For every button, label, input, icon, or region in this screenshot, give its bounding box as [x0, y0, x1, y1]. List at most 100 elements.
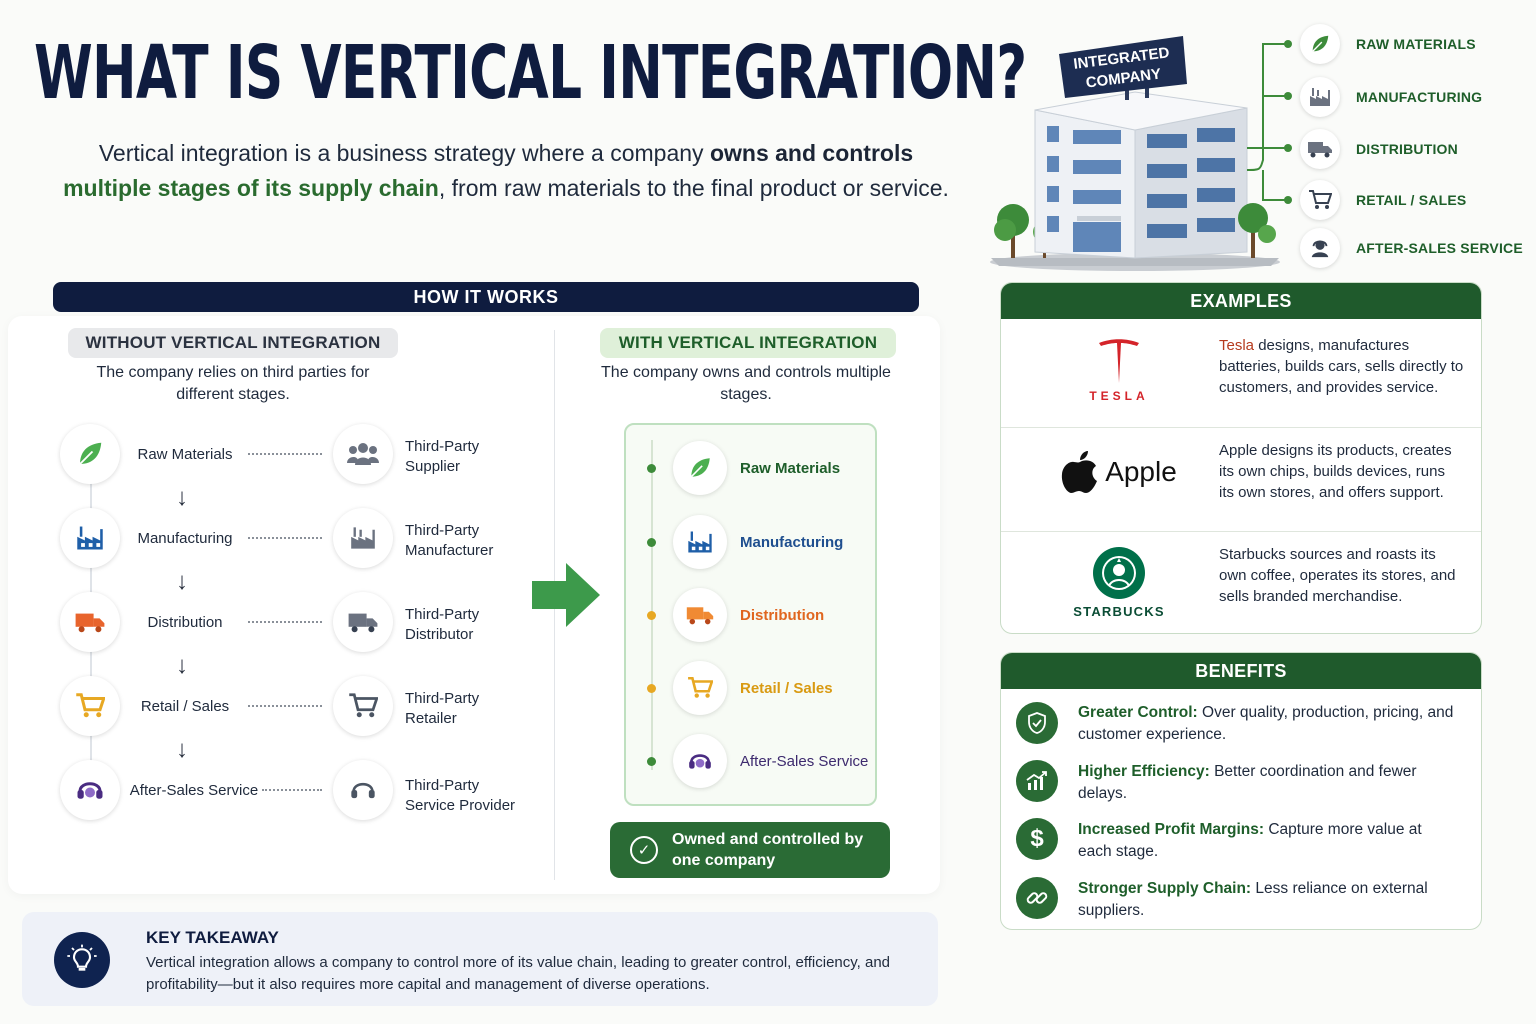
starbucks-wordmark: STARBUCKS	[1073, 604, 1165, 619]
stage-connector	[90, 734, 92, 762]
arrow-down-icon: ↓	[176, 652, 188, 679]
third-party-prefix: Third-Party	[405, 606, 480, 623]
benefit-greater-control: Greater Control: Over quality, productio…	[1078, 702, 1458, 746]
cart-icon	[673, 661, 727, 715]
stage-manufacturing: MANUFACTURING	[1300, 77, 1482, 117]
dotted-link	[248, 621, 322, 623]
truck-icon	[1300, 129, 1340, 169]
stage-label-after-sales: After-Sales Service	[129, 782, 259, 799]
lightbulb-icon	[54, 932, 110, 988]
stage-label: MANUFACTURING	[1356, 89, 1483, 105]
intro-green: multiple stages of its supply chain	[63, 175, 439, 201]
integrated-stage-manufacturing: Manufacturing	[740, 534, 844, 551]
stage-dot	[647, 757, 656, 766]
integrated-stages-line	[651, 440, 653, 770]
apple-icon	[1062, 451, 1098, 493]
key-takeaway-panel	[22, 912, 938, 1006]
headset-icon	[333, 760, 393, 820]
connector-dot	[1284, 196, 1292, 204]
benefit-title: Increased Profit Margins:	[1078, 821, 1265, 838]
benefit-title: Greater Control:	[1078, 704, 1198, 721]
dotted-link	[248, 453, 322, 455]
key-takeaway-title: KEY TAKEAWAY	[146, 928, 279, 947]
headset-icon	[1300, 228, 1340, 268]
cart-icon	[1300, 180, 1340, 220]
key-takeaway-text: Vertical integration allows a company to…	[146, 954, 891, 993]
stage-dot	[647, 684, 656, 693]
arrow-right-icon	[532, 563, 600, 627]
truck-icon	[673, 588, 727, 642]
examples-header: EXAMPLES	[1001, 283, 1481, 319]
connector-dot	[1284, 40, 1292, 48]
examples-card: EXAMPLES TESLA Tesla designs, manufactur…	[1000, 282, 1482, 634]
stage-after-sales: AFTER-SALES SERVICE	[1300, 228, 1523, 268]
example-starbucks: STARBUCKS Starbucks sources and roasts i…	[1001, 531, 1481, 633]
starbucks-logo: STARBUCKS	[1021, 546, 1217, 619]
stage-label-distribution: Distribution	[147, 614, 223, 631]
how-it-works-header: HOW IT WORKS	[53, 282, 919, 312]
owned-by-one-company-badge: ✓ Owned and controlled by one company	[610, 822, 890, 878]
benefit-desc: Less reliance on external suppliers.	[1078, 880, 1428, 919]
third-party-prefix: Third-Party	[405, 438, 480, 455]
stage-raw-materials: RAW MATERIALS	[1300, 24, 1476, 64]
with-integration-title: WITH VERTICAL INTEGRATION	[600, 328, 896, 358]
factory-icon	[1300, 77, 1340, 117]
apple-wordmark: Apple	[1105, 456, 1177, 487]
apple-logo: Apple	[1021, 450, 1217, 494]
benefit-desc: Better coordination and fewer delays.	[1078, 763, 1417, 802]
people-icon	[333, 424, 393, 484]
benefit-title: Stronger Supply Chain:	[1078, 880, 1252, 897]
benefit-higher-efficiency: Higher Efficiency: Better coordination a…	[1078, 761, 1458, 805]
with-integration-subtitle: The company owns and controls multiple s…	[601, 364, 891, 403]
third-party-prefix: Third-Party	[405, 690, 480, 707]
headset-icon	[673, 734, 727, 788]
owned-badge-text: Owned and controlled by one company	[672, 831, 864, 869]
tesla-wordmark: TESLA	[1089, 389, 1149, 403]
stage-label: DISTRIBUTION	[1356, 141, 1458, 157]
benefits-card: BENEFITS	[1000, 652, 1482, 930]
arrow-down-icon: ↓	[176, 736, 188, 763]
truck-icon	[60, 592, 120, 652]
benefit-desc: Over quality, production, pricing, and c…	[1078, 704, 1454, 743]
stage-connector	[90, 480, 92, 510]
stage-connector	[90, 650, 92, 678]
example-tesla-name: Tesla	[1219, 337, 1255, 354]
tesla-logo: TESLA	[1021, 337, 1217, 403]
factory-icon	[673, 515, 727, 569]
integrated-stage-after-sales: After-Sales Service	[740, 753, 869, 770]
integrated-stage-retail: Retail / Sales	[740, 680, 833, 697]
example-tesla-text: Tesla designs, manufactures batteries, b…	[1219, 335, 1464, 398]
without-integration-subtitle: The company relies on third parties for …	[96, 364, 370, 403]
stage-label: RETAIL / SALES	[1356, 192, 1467, 208]
example-tesla-desc: designs, manufactures batteries, builds …	[1219, 337, 1464, 396]
chart-up-icon	[1016, 760, 1058, 802]
example-starbucks-text: Starbucks sources and roasts its own cof…	[1219, 546, 1456, 605]
connector-dot	[1284, 144, 1292, 152]
intro-text: Vertical integration is a business strat…	[36, 136, 976, 206]
example-tesla: TESLA Tesla designs, manufactures batter…	[1001, 319, 1481, 427]
cart-icon	[333, 676, 393, 736]
leaf-icon	[60, 424, 120, 484]
starbucks-siren-icon	[1093, 547, 1145, 599]
cart-icon	[60, 676, 120, 736]
truck-icon	[333, 592, 393, 652]
third-party-role: Retailer	[405, 710, 457, 727]
integrated-stage-raw-materials: Raw Materials	[740, 460, 841, 477]
third-party-prefix: Third-Party	[405, 522, 480, 539]
stage-dot	[647, 464, 656, 473]
link-icon	[1016, 877, 1058, 919]
connector-dot	[1284, 92, 1292, 100]
stage-distribution: DISTRIBUTION	[1300, 129, 1458, 169]
integrated-company-building-illustration: INTEGRATED COMPANY	[990, 36, 1285, 271]
factory-icon	[60, 508, 120, 568]
intro-part2: , from raw materials to the final produc…	[438, 175, 949, 201]
benefit-desc: Capture more value at each stage.	[1078, 821, 1422, 860]
without-integration-title: WITHOUT VERTICAL INTEGRATION	[68, 328, 398, 358]
dotted-link	[262, 789, 322, 791]
dotted-link	[248, 537, 322, 539]
example-apple: Apple Apple designs its products, create…	[1001, 427, 1481, 531]
stage-label: AFTER-SALES SERVICE	[1356, 240, 1523, 256]
